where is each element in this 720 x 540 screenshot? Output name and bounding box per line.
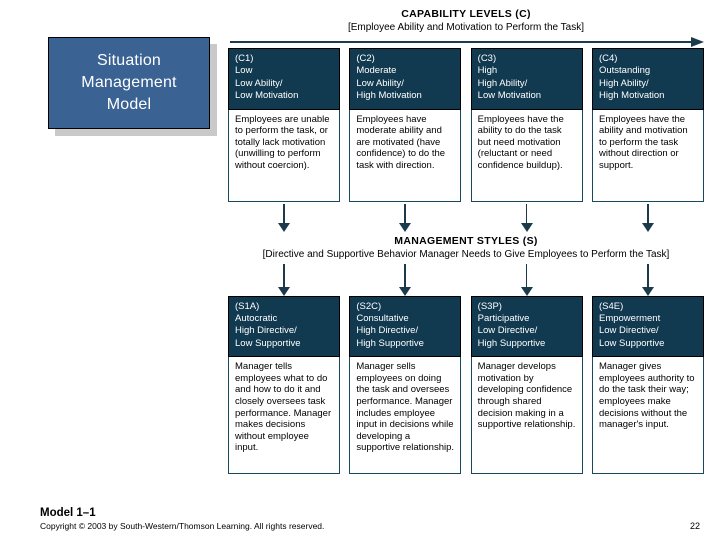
- down-arrow-icon-s2: [399, 263, 412, 296]
- capability-column-c4: (C4) Outstanding High Ability/ High Moti…: [591, 48, 704, 110]
- management-column-s1a: (S1A) Autocratic High Directive/ Low Sup…: [228, 295, 340, 358]
- management-style-s3p: Participative: [477, 313, 530, 325]
- situation-management-model-diagram: CAPABILITY LEVELS (C) [Employee Ability …: [228, 8, 704, 508]
- capability-header-c4: (C4) Outstanding High Ability/ High Moti…: [591, 48, 704, 110]
- management-styles-title: MANAGEMENT STYLES (S): [394, 234, 538, 247]
- management-styles-subtitle: [Directive and Supportive Behavior Manag…: [262, 248, 670, 260]
- management-style-s1a: Autocratic: [235, 313, 278, 325]
- management-code-s1a: (S1A): [235, 300, 260, 312]
- down-arrow-icon-s1: [278, 263, 290, 296]
- capability-description-c4: Employees have the ability and motivatio…: [591, 109, 704, 202]
- capability-code-c4: (C4): [598, 53, 618, 64]
- capability-levels-subtitle: [Employee Ability and Motivation to Perf…: [347, 22, 585, 33]
- page-number: 22: [689, 521, 700, 531]
- capability-code-c3: (C3): [477, 53, 497, 64]
- capability-description-c1: Employees are unable to perform the task…: [228, 109, 340, 202]
- capability-description-row: Employees are unable to perform the task…: [228, 109, 704, 202]
- capability-motivation-c1: Low Motivation: [235, 90, 299, 102]
- capability-levels-title: CAPABILITY LEVELS (C): [401, 8, 531, 20]
- down-arrow-icon-c1: [278, 203, 290, 232]
- capability-ability-c1: Low Ability/: [235, 77, 283, 89]
- capability-motivation-c4: High Motivation: [598, 90, 665, 102]
- management-column-s3p: (S3P) Participative Low Directive/ High …: [470, 295, 583, 358]
- capability-description-c3: Employees have the ability to do the tas…: [470, 109, 583, 202]
- management-description-s2c: Manager sells employees on doing the tas…: [349, 357, 462, 475]
- management-description-s1a: Manager tells employees what to do and h…: [228, 357, 340, 475]
- capability-column-c2: (C2) Moderate Low Ability/ High Motivati…: [349, 48, 462, 110]
- management-header-s2c: (S2C) Consultative High Directive/ High …: [349, 295, 462, 358]
- management-description-s4e: Manager gives employees authority to do …: [591, 357, 704, 475]
- management-code-s2c: (S2C): [356, 300, 382, 312]
- management-description-row: Manager tells employees what to do and h…: [228, 357, 704, 475]
- capability-header-c2: (C2) Moderate Low Ability/ High Motivati…: [349, 48, 462, 110]
- capability-ability-c4: High Ability/: [598, 77, 649, 89]
- capability-levels-header: CAPABILITY LEVELS (C) [Employee Ability …: [228, 8, 704, 34]
- capability-header-c1: (C1) Low Low Ability/ Low Motivation: [228, 48, 340, 110]
- capability-motivation-c3: Low Motivation: [477, 90, 542, 102]
- capability-column-c1: (C1) Low Low Ability/ Low Motivation: [228, 48, 340, 110]
- management-style-s2c: Consultative: [356, 313, 409, 325]
- management-header-row: (S1A) Autocratic High Directive/ Low Sup…: [228, 295, 704, 358]
- capability-code-c2: (C2): [356, 53, 375, 64]
- capability-header-row: (C1) Low Low Ability/ Low Motivation (C2…: [228, 48, 704, 110]
- capability-level-c3: High: [477, 65, 498, 77]
- management-code-s3p: (S3P): [477, 300, 502, 312]
- down-arrow-icon-s4: [641, 263, 654, 296]
- management-directive-s4e: Low Directive/: [598, 325, 659, 337]
- management-directive-s1a: High Directive/: [235, 325, 297, 337]
- slide-footer: Model 1–1 Copyright © 2003 by South-West…: [40, 506, 700, 532]
- management-supportive-s1a: Low Supportive: [235, 337, 301, 349]
- capability-column-c3: (C3) High High Ability/ Low Motivation: [470, 48, 583, 110]
- down-arrow-icon-c4: [641, 203, 654, 232]
- management-header-s1a: (S1A) Autocratic High Directive/ Low Sup…: [228, 295, 340, 358]
- capability-level-c2: Moderate: [356, 65, 397, 77]
- capability-ability-c2: Low Ability/: [356, 77, 404, 89]
- management-styles-header: MANAGEMENT STYLES (S) [Directive and Sup…: [228, 235, 704, 261]
- capability-level-c1: Low: [235, 65, 253, 77]
- management-description-s3p: Manager develops motivation by developin…: [470, 357, 583, 475]
- management-supportive-s4e: Low Supportive: [598, 337, 665, 349]
- management-supportive-s3p: High Supportive: [477, 337, 546, 349]
- capability-motivation-c2: High Motivation: [356, 90, 422, 102]
- management-code-s4e: (S4E): [598, 300, 624, 312]
- capability-description-c2: Employees have moderate ability and are …: [349, 109, 462, 202]
- management-supportive-s2c: High Supportive: [356, 337, 424, 349]
- management-directive-s2c: High Directive/: [356, 325, 419, 337]
- down-arrow-icon-c2: [399, 203, 412, 232]
- capability-to-styles-arrow-row: [228, 203, 704, 232]
- down-arrow-icon-s3: [520, 263, 533, 296]
- management-column-s4e: (S4E) Empowerment Low Directive/ Low Sup…: [591, 295, 704, 358]
- capability-ability-c3: High Ability/: [477, 77, 528, 89]
- capability-progression-arrow-icon: [228, 36, 704, 48]
- management-style-s4e: Empowerment: [598, 313, 661, 325]
- management-directive-s3p: Low Directive/: [477, 325, 538, 337]
- styles-header-arrow-row: [228, 263, 704, 296]
- management-column-s2c: (S2C) Consultative High Directive/ High …: [349, 295, 462, 358]
- down-arrow-icon-c3: [520, 203, 533, 232]
- management-header-s4e: (S4E) Empowerment Low Directive/ Low Sup…: [591, 295, 704, 358]
- capability-header-c3: (C3) High High Ability/ Low Motivation: [470, 48, 583, 110]
- model-label: Model 1–1: [40, 507, 96, 519]
- management-header-s3p: (S3P) Participative Low Directive/ High …: [470, 295, 583, 358]
- copyright-notice: Copyright © 2003 by South-Western/Thomso…: [40, 521, 325, 531]
- capability-code-c1: (C1): [235, 53, 254, 64]
- capability-level-c4: Outstanding: [598, 65, 651, 77]
